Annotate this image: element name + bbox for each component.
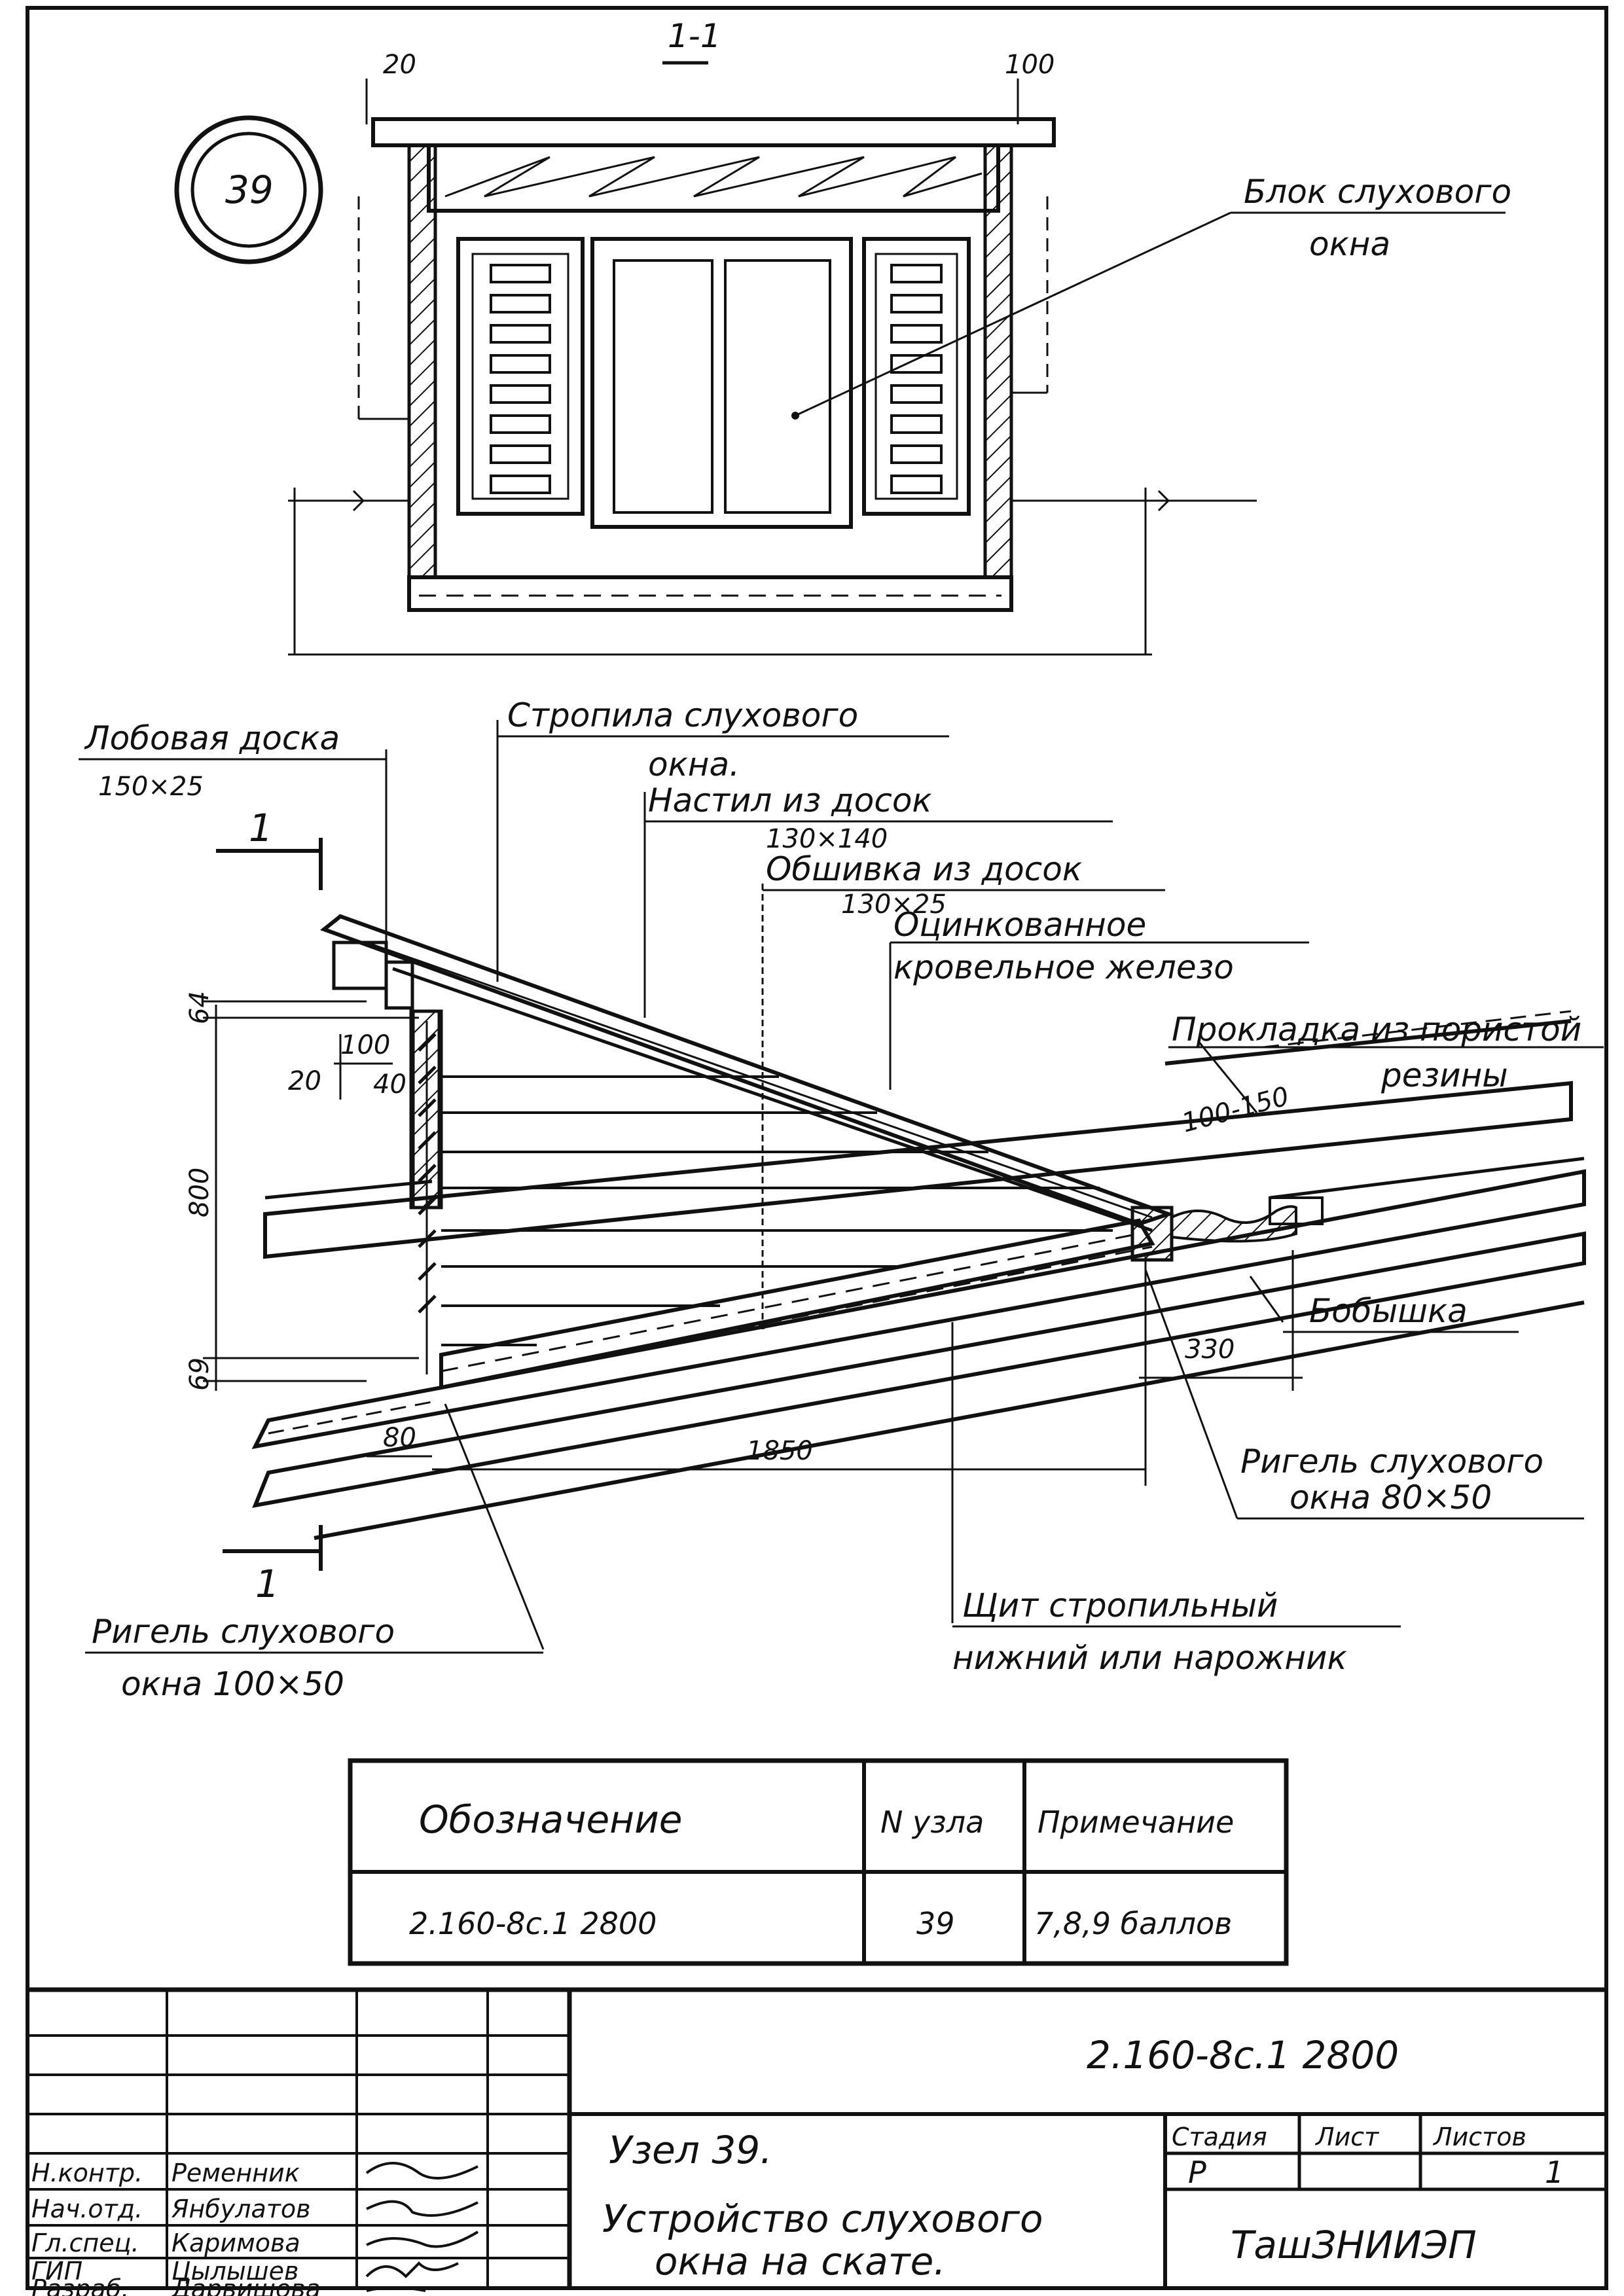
spec-table: Обозначение N узла Примечание 2.160-8с.1… — [348, 1758, 1289, 1966]
doc-code: 2.160-8с.1 2800 — [1087, 2033, 1399, 2077]
role-3: ГИП — [31, 2257, 82, 2286]
spec-header-designation: Обозначение — [419, 1797, 682, 1842]
spec-cell-note: 7,8,9 баллов — [1034, 1906, 1232, 1941]
section-mark: 1-1 — [668, 17, 721, 55]
dim-80: 80 — [383, 1423, 416, 1453]
label-boss: Бобышка — [1309, 1292, 1468, 1330]
dim-64: 64 — [185, 991, 215, 1024]
dim-40: 40 — [373, 1069, 406, 1100]
dim-100-150: 100-150 — [1179, 1081, 1292, 1139]
name-0: Ременник — [171, 2159, 300, 2187]
label-decking: Настил из досок — [648, 781, 932, 819]
signatures — [365, 2162, 479, 2292]
sheet-frame — [26, 6, 1608, 2290]
node-title: Узел 39. — [609, 2128, 772, 2172]
label-crossbar-right-2: окна 80×50 — [1290, 1479, 1492, 1516]
stage-value: Р — [1188, 2155, 1206, 2190]
org-name: ТашЗНИИЭП — [1231, 2223, 1477, 2267]
label-crossbar-left: Ригель слухового — [92, 1613, 395, 1651]
dim-1850: 1850 — [746, 1436, 813, 1466]
name-3: Цылышев — [171, 2257, 298, 2286]
label-galv: Оцинкованное — [893, 906, 1146, 944]
desc-line1: Устройство слухового — [602, 2197, 1043, 2241]
cut-mark-top: 1 — [249, 806, 273, 850]
elevation-view: 1-1 39 20 100 — [174, 17, 1511, 656]
name-2: Каримова — [171, 2229, 300, 2257]
dim-69: 69 — [185, 1357, 215, 1391]
label-front-board: Лобовая доска — [84, 719, 340, 757]
label-shield-2: нижний или нарожник — [952, 1639, 1347, 1677]
spec-header-node: N узла — [880, 1804, 984, 1840]
label-gasket: Прокладка из пористой — [1172, 1011, 1581, 1049]
name-4: Дарвишова — [170, 2274, 321, 2296]
svg-text:39: 39 — [225, 168, 274, 212]
label-block: Блок слухового — [1244, 173, 1511, 211]
stage-header: Стадия — [1172, 2123, 1267, 2151]
label-crossbar-left-2: окна 100×50 — [121, 1665, 344, 1703]
desc-line2: окна на скате. — [655, 2239, 946, 2284]
node-badge: 39 — [174, 115, 323, 264]
dim-100: 100 — [340, 1030, 390, 1060]
role-1: Нач.отд. — [31, 2195, 143, 2223]
spec-cell-node: 39 — [916, 1906, 955, 1941]
label-cladding-2: 130×25 — [841, 889, 947, 920]
spec-cell-designation: 2.160-8с.1 2800 — [409, 1906, 657, 1941]
label-decking-2: 130×140 — [766, 824, 888, 854]
cut-mark-bottom: 1 — [255, 1562, 280, 1606]
spec-header-note: Примечание — [1038, 1804, 1234, 1840]
sheets-header: Листов — [1432, 2123, 1526, 2151]
label-cladding: Обшивка из досок — [766, 850, 1082, 888]
dim-top-right: 100 — [1005, 50, 1055, 80]
section-view: Лобовая доска 150×25 Стропила слухового … — [79, 696, 1604, 1703]
label-front-board-2: 150×25 — [98, 772, 204, 802]
role-0: Н.контр. — [31, 2159, 143, 2187]
name-1: Янбулатов — [171, 2195, 311, 2223]
label-block-2: окна — [1309, 225, 1390, 263]
role-2: Гл.спец. — [31, 2229, 139, 2257]
dim-330: 330 — [1185, 1335, 1235, 1365]
dim-800: 800 — [185, 1168, 215, 1217]
label-rafters-2: окна. — [648, 745, 740, 783]
dim-top-left: 20 — [383, 50, 416, 80]
title-block: Н.контр. Нач.отд. Гл.спец. ГИП Разраб. Р… — [27, 1987, 1606, 2296]
label-crossbar-right: Ригель слухового — [1240, 1443, 1543, 1480]
label-galv-2: кровельное железо — [893, 948, 1234, 986]
label-shield: Щит стропильный — [962, 1587, 1278, 1624]
label-rafters: Стропила слухового — [507, 696, 858, 734]
sheet-header: Лист — [1314, 2123, 1380, 2151]
role-4: Разраб. — [31, 2274, 129, 2296]
dim-20: 20 — [288, 1066, 321, 1096]
label-gasket-2: резины — [1380, 1056, 1508, 1094]
sheets-value: 1 — [1545, 2155, 1564, 2190]
